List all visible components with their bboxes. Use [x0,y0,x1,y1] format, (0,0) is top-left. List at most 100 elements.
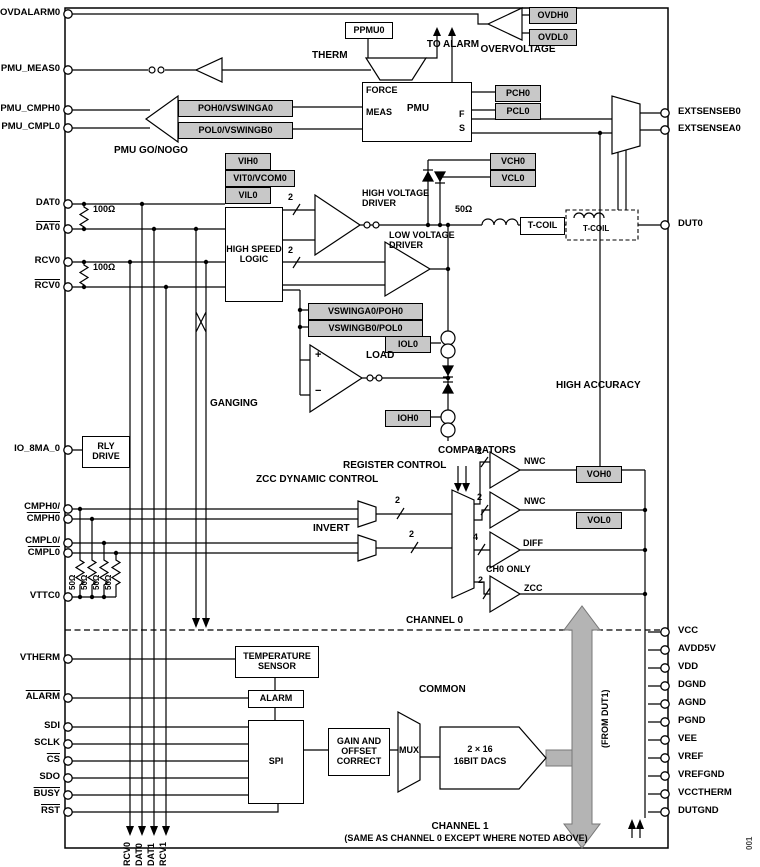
pin-label-extsenseb0: EXTSENSEB0 [678,106,741,117]
dacs-block [439,726,547,790]
ioh-current-source [440,422,456,438]
resistor-50ohm-2 [86,519,98,597]
pmu-gonogo-comparator-triangle [144,94,179,144]
mux-label: MUX [399,745,419,755]
channel1-label: CHANNEL 1 [431,821,489,832]
gain-offset-block: GAIN AND OFFSET CORRECT [328,728,390,776]
pin-label-vcc: VCC [678,625,699,636]
nwc2-label: NWC [524,496,546,506]
to-alarm-arrow [433,27,441,36]
vswingb-level-box: VSWINGB0/POL0 [308,320,423,337]
pin-label-rst-bar: RST [41,805,60,816]
pin-label-vee: VEE [678,733,698,744]
pin-label-ovdalarm0: OVDALARM0 [0,7,61,18]
pol0-level-box: POL0/VSWINGB0 [178,122,293,139]
dut-sense-arrow [628,819,636,829]
vch-clamp-diode [421,170,435,182]
resistor-100ohm-label-dat: 100Ω [93,204,116,214]
bus-width-2: 2 [477,446,483,456]
nwc2-comparator-triangle [489,490,522,530]
pin-label-sdi: SDI [44,720,60,731]
overvoltage-comparator-triangle [486,7,523,41]
bus-width-2: 2 [477,492,483,502]
poh0-level-box: POH0/VSWINGA0 [178,100,293,117]
load-minus-sign: − [315,385,322,397]
pin-label-alarm-bar: ALARM [25,691,60,702]
load-switch [366,374,374,382]
pin-label-vcctherm: VCCTHERM [678,787,732,798]
pin-label-cmpl0-bar: CMPL0 [27,547,60,558]
common-label: COMMON [419,684,466,695]
therm-buffer-triangle [194,57,223,83]
iol0-level-box: IOL0 [385,336,431,353]
vol0-level-box: VOL0 [576,512,622,529]
spi-block: SPI [248,720,304,804]
tcoil2-inductor [573,212,605,219]
pin-label-vttc0: VTTC0 [29,590,60,601]
pin-label-pmu-meas0: PMU_MEAS0 [0,63,60,74]
invert-label: INVERT [313,523,350,534]
pin-label-agnd: AGND [678,697,706,708]
gang-line-arrow [162,826,170,836]
bus-width-4: 4 [473,532,479,542]
pmu-block [362,82,472,142]
rly-drive-block: RLY DRIVE [82,436,130,468]
bus-width-2: 2 [288,245,294,255]
pin-label-pmu-cmph0: PMU_CMPH0 [0,103,60,114]
pin-label-dat0-bar: DAT0 [35,222,60,233]
pmu-f-label: F [459,109,465,119]
to-alarm-arrow [448,27,456,36]
resistor-50ohm-label-3: 50Ω [92,574,101,590]
register-control-arrow [462,483,470,492]
resistor-50ohm-label-2: 50Ω [80,574,89,590]
pch0-level-box: PCH0 [495,85,541,102]
resistor-100ohm-label-rcv: 100Ω [93,262,116,272]
ch0-only-label: CH0 ONLY [486,564,531,574]
pin-label-dat0: DAT0 [35,197,60,208]
from-dut1-arrow [545,605,601,849]
shapes [144,7,641,794]
pin-label-vdd: VDD [678,661,699,672]
gang-label-dat1: DAT1 [146,843,156,866]
pmu-title: PMU [406,103,430,114]
vch0-level-box: VCH0 [490,153,536,170]
pin-label-io-8ma-0: IO_8MA_0 [14,443,60,454]
zcc-label: ZCC [524,583,543,593]
arrowheads [126,27,644,836]
ovdh0-level-box: OVDH0 [529,7,577,24]
ovdl0-level-box: OVDL0 [529,29,577,46]
bus-width-2: 2 [409,529,415,539]
vil0-level-box: VIL0 [225,187,271,204]
gang-label-rcv0: RCV0 [122,841,132,866]
register-control-arrow [454,483,462,492]
resistor-50ohm-1 [74,509,86,597]
load-diode-1 [441,365,455,377]
gang-line-arrow [138,826,146,836]
gang-label-rcv1: RCV1 [158,841,168,866]
diff-comparator-triangle [489,530,522,570]
pin-label-rcv0: RCV0 [34,255,60,266]
resistor-100ohm-dat [78,204,90,229]
pmu-s-label: S [459,123,466,133]
pmu-gonogo-label: PMU GO/NOGO [114,145,188,156]
tcoil2-label: T-COIL [583,224,610,233]
pmu-input-mux [364,57,428,81]
meas-switch-contact [157,66,165,74]
bus-width-2: 2 [395,495,401,505]
dacs-label-line1: 2 × 16 [467,744,493,754]
therm-label: THERM [312,50,348,61]
pin-label-rcv0-bar: RCV0 [34,280,60,291]
ioh0-level-box: IOH0 [385,410,431,427]
vih0-level-box: VIH0 [225,153,271,170]
dac-bus-link [545,749,573,767]
wires [72,13,661,838]
vit0-level-box: VIT0/VCOM0 [225,170,295,187]
pin-label-vtherm: VTHERM [19,652,60,663]
hv-driver-switch [372,221,380,229]
pmu-meas-label: MEAS [366,107,393,117]
pin-circles [63,9,670,817]
ganging-arrow [192,618,200,628]
diff-label: DIFF [523,538,543,548]
pcl0-level-box: PCL0 [495,103,541,120]
